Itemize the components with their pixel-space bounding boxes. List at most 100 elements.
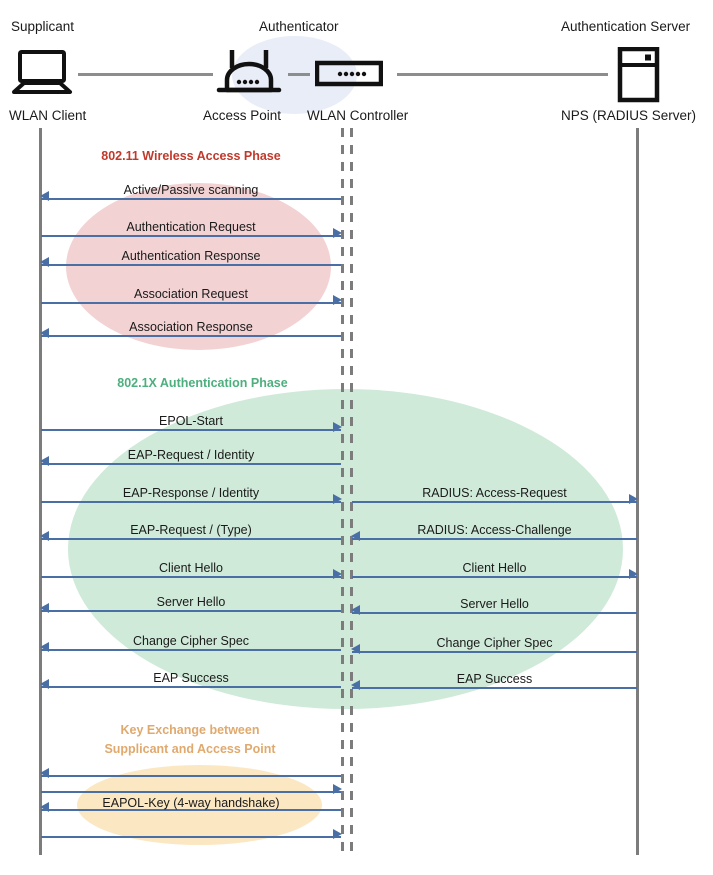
message-label: Client Hello	[462, 561, 527, 575]
lifeline-authenticator-right	[350, 128, 353, 855]
arrowhead-right-icon	[333, 228, 342, 238]
message-shaft	[41, 775, 341, 777]
message-row[interactable]: Change Cipher Spec	[40, 634, 341, 661]
message-row[interactable]: RADIUS: Access-Challenge	[351, 523, 637, 550]
arrowhead-right-icon	[333, 569, 342, 579]
message-shaft	[41, 809, 341, 811]
message-label: Server Hello	[156, 595, 226, 609]
message-row[interactable]	[41, 826, 342, 848]
message-row[interactable]: Server Hello	[40, 595, 341, 622]
message-label: EAP-Response / Identity	[122, 486, 260, 500]
node-label-nps: NPS (RADIUS Server)	[561, 108, 697, 123]
message-row[interactable]: Authentication Request	[41, 220, 342, 247]
message-row[interactable]: Active/Passive scanning	[40, 183, 341, 210]
message-row[interactable]: EAP Success	[40, 671, 341, 698]
message-row[interactable]	[41, 781, 342, 803]
message-row[interactable]: EAP Success	[351, 672, 637, 699]
message-label: EAP-Request / (Type)	[130, 523, 252, 537]
message-row[interactable]: EAP-Response / Identity	[41, 486, 342, 513]
server-icon	[617, 46, 661, 108]
message-shaft	[41, 501, 341, 503]
arrowhead-left-icon	[40, 768, 49, 778]
message-shaft	[41, 649, 341, 651]
phase-caption-dot1x: 802.1X Authentication Phase	[117, 376, 288, 390]
message-label: RADIUS: Access-Challenge	[417, 523, 572, 537]
message-row[interactable]	[40, 765, 341, 787]
message-shaft	[352, 501, 637, 503]
wlan-controller-icon	[314, 60, 384, 93]
lifeline-auth-server	[636, 128, 639, 855]
node-label-access-point: Access Point	[203, 108, 282, 123]
message-row[interactable]: Authentication Response	[40, 249, 341, 276]
role-label-authenticator: Authenticator	[259, 19, 339, 34]
message-label: EAPOL-Key (4-way handshake)	[102, 796, 280, 810]
role-label-supplicant: Supplicant	[11, 19, 75, 34]
message-label: Active/Passive scanning	[123, 183, 259, 197]
message-shaft	[352, 651, 637, 653]
message-label: Association Request	[134, 287, 248, 301]
message-shaft	[41, 836, 341, 838]
message-shaft	[41, 302, 341, 304]
arrowhead-left-icon	[40, 642, 49, 652]
laptop-icon	[12, 50, 76, 103]
arrowhead-left-icon	[40, 191, 49, 201]
arrowhead-left-icon	[40, 603, 49, 613]
message-row[interactable]: EAPOL-Key (4-way handshake)	[40, 796, 341, 821]
message-row[interactable]: EAP-Request / Identity	[40, 448, 341, 475]
arrowhead-right-icon	[333, 422, 342, 432]
arrowhead-right-icon	[333, 295, 342, 305]
message-label: EPOL-Start	[159, 414, 223, 428]
phase-ellipse-dot1x	[68, 389, 623, 709]
message-shaft	[41, 463, 341, 465]
node-label-wlan-client: WLAN Client	[9, 108, 87, 123]
message-row[interactable]: Association Request	[41, 287, 342, 314]
message-row[interactable]: Server Hello	[351, 597, 637, 624]
message-shaft	[41, 198, 341, 200]
phase-caption-key-exchange-line2: Supplicant and Access Point	[104, 742, 276, 756]
role-label-auth-server: Authentication Server	[561, 19, 691, 34]
message-label: Change Cipher Spec	[436, 636, 553, 650]
arrowhead-right-icon	[333, 784, 342, 794]
message-shaft	[41, 610, 341, 612]
access-point-icon	[213, 48, 285, 103]
message-label: EAP Success	[456, 672, 533, 686]
message-shaft	[41, 335, 341, 337]
message-row[interactable]: Change Cipher Spec	[351, 636, 637, 663]
arrowhead-left-icon	[351, 605, 360, 615]
message-shaft	[352, 612, 637, 614]
message-label: Authentication Response	[121, 249, 261, 263]
node-label-wlan-controller: WLAN Controller	[307, 108, 409, 123]
message-shaft	[352, 687, 637, 689]
lifeline-supplicant	[39, 128, 42, 855]
wire-client-to-ap	[78, 73, 213, 76]
message-shaft	[41, 538, 341, 540]
message-shaft	[41, 576, 341, 578]
arrowhead-right-icon	[333, 494, 342, 504]
phase-caption-key-exchange: Key Exchange between Supplicant and Acce…	[90, 721, 290, 759]
arrowhead-left-icon	[351, 680, 360, 690]
message-label: EAP Success	[153, 671, 229, 685]
message-row[interactable]: EAP-Request / (Type)	[40, 523, 341, 550]
message-label: Change Cipher Spec	[132, 634, 250, 648]
message-label: RADIUS: Access-Request	[422, 486, 567, 500]
phase-caption-key-exchange-line1: Key Exchange between	[120, 723, 260, 737]
arrowhead-right-icon	[629, 494, 638, 504]
arrowhead-left-icon	[351, 531, 360, 541]
arrowhead-left-icon	[40, 531, 49, 541]
message-label: EAP-Request / Identity	[127, 448, 255, 462]
message-row[interactable]: RADIUS: Access-Request	[352, 486, 638, 513]
message-row[interactable]: Association Response	[40, 320, 341, 347]
message-row[interactable]: Client Hello	[41, 561, 342, 588]
message-label: Authentication Request	[126, 220, 256, 234]
message-row[interactable]: EPOL-Start	[41, 414, 342, 441]
message-row[interactable]: Client Hello	[352, 561, 638, 588]
arrowhead-left-icon	[40, 257, 49, 267]
arrowhead-left-icon	[40, 802, 49, 812]
message-shaft	[41, 686, 341, 688]
arrowhead-right-icon	[629, 569, 638, 579]
arrowhead-left-icon	[40, 679, 49, 689]
message-label: Server Hello	[460, 597, 529, 611]
arrowhead-left-icon	[40, 456, 49, 466]
wire-controller-to-server	[397, 73, 608, 76]
